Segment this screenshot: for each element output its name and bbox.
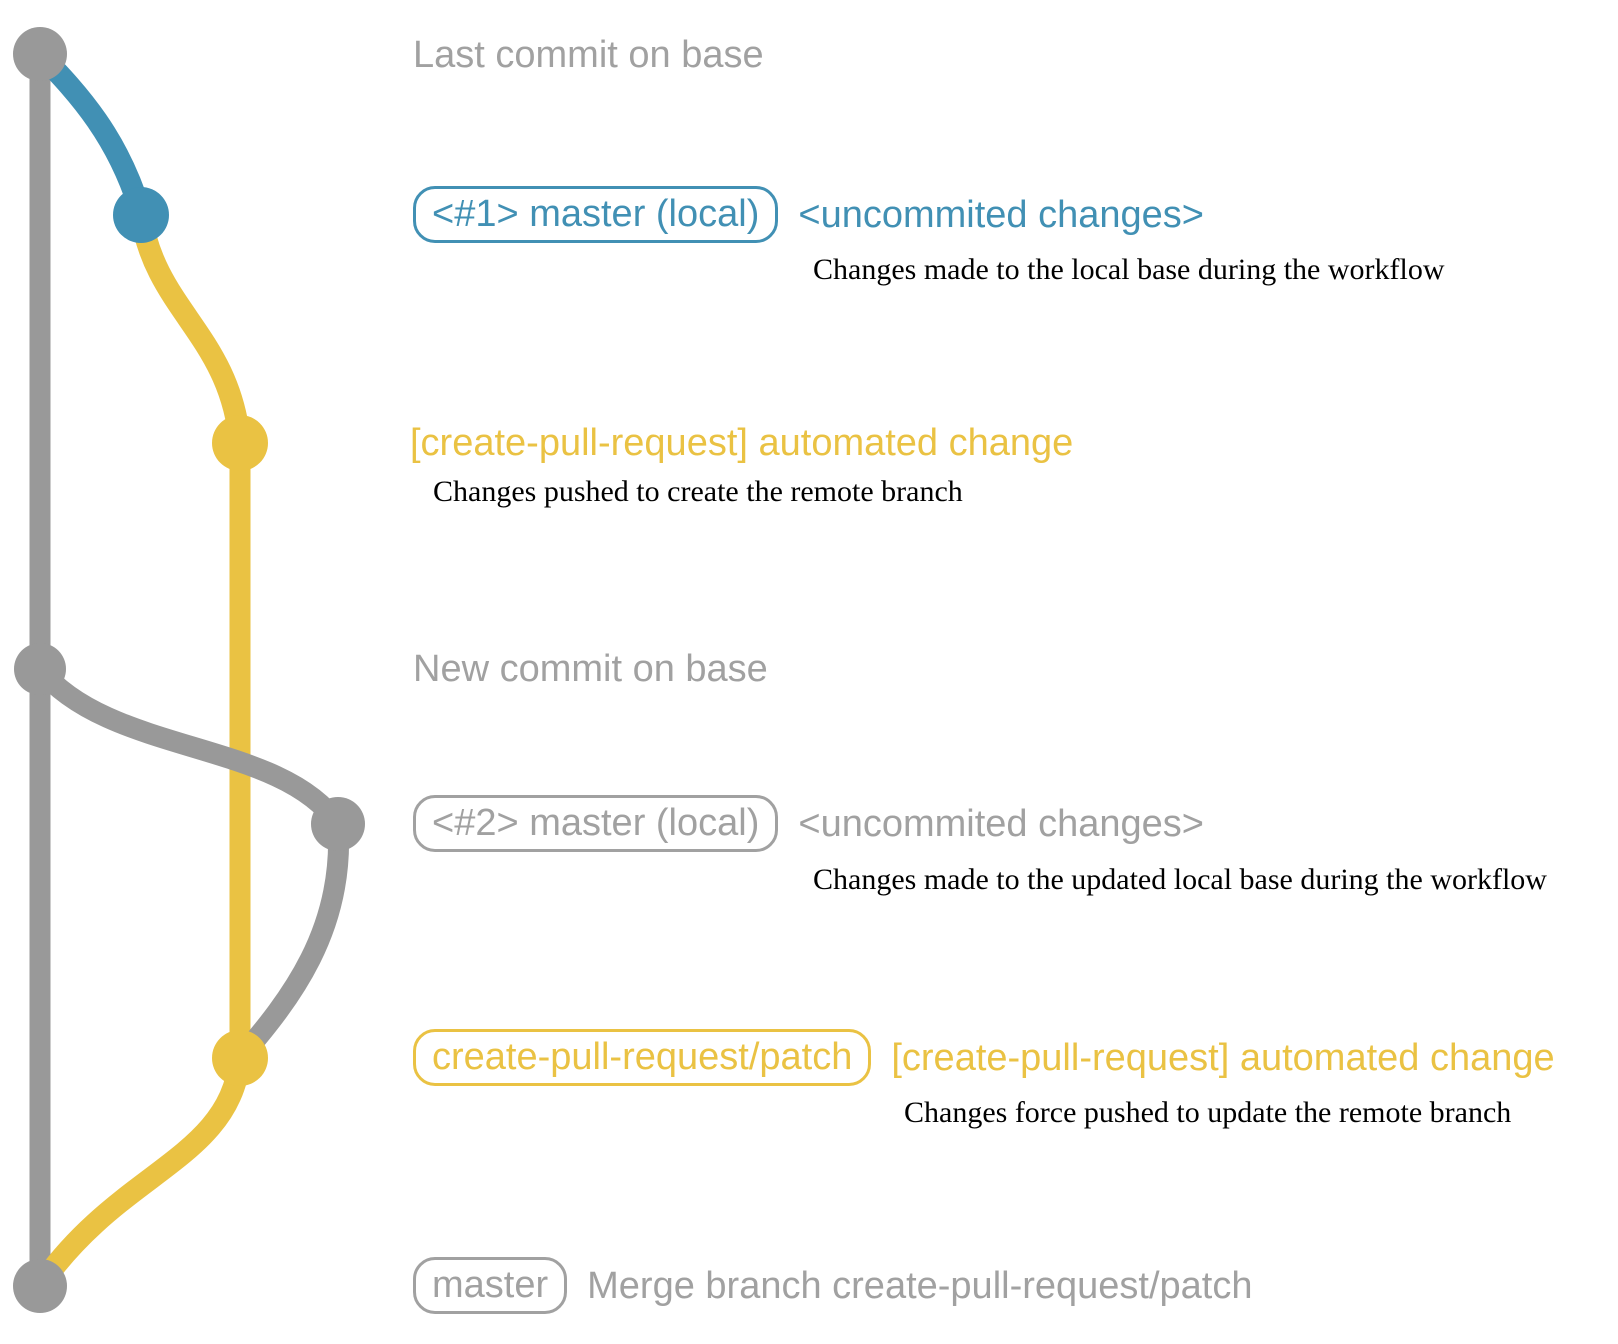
row-last-commit-on-base: Last commit on base xyxy=(413,33,764,77)
patch-update-curve xyxy=(229,813,350,1069)
patch-branch-curve-1 xyxy=(130,204,251,454)
row-local-master-1: <#1> master (local) <uncommited changes>… xyxy=(413,186,1445,288)
local-master-1-branch-curve xyxy=(29,43,151,221)
branch-badge-local-master-2: <#2> master (local) xyxy=(413,795,779,852)
commit-node-merge xyxy=(13,1259,67,1313)
row-automated-change-1: [create-pull-request] automated change C… xyxy=(410,421,1073,510)
last-commit-label: Last commit on base xyxy=(413,34,764,76)
commit-node-new-base xyxy=(14,643,66,695)
description-force-push: Changes force pushed to update the remot… xyxy=(904,1096,1512,1129)
uncommitted-changes-note-1: <uncommited changes> xyxy=(798,193,1204,236)
commit-node-local-master-2 xyxy=(311,797,365,851)
row-merge-commit: master Merge branch create-pull-request/… xyxy=(413,1257,1253,1314)
description-local-changes-1: Changes made to the local base during th… xyxy=(813,253,1445,286)
commit-node-local-master-1 xyxy=(113,187,169,243)
commit-node-patch-2 xyxy=(212,1030,268,1086)
uncommitted-changes-note-2: <uncommited changes> xyxy=(798,802,1204,845)
new-commit-label: New commit on base xyxy=(413,648,768,690)
description-push-remote: Changes pushed to create the remote bran… xyxy=(433,475,963,508)
branch-badge-local-master-1: <#1> master (local) xyxy=(413,186,779,243)
local-master-2-branch-curve xyxy=(29,658,349,835)
row-patch-branch: create-pull-request/patch [create-pull-r… xyxy=(413,1029,1555,1131)
commit-node-last-base xyxy=(13,27,67,81)
branch-badge-master: master xyxy=(413,1257,568,1314)
merge-curve xyxy=(29,1047,251,1297)
commit-message-automated-change-2: [create-pull-request] automated change xyxy=(891,1036,1555,1079)
description-local-changes-2: Changes made to the updated local base d… xyxy=(813,863,1547,896)
commit-message-automated-change-1: [create-pull-request] automated change xyxy=(410,422,1074,464)
row-local-master-2: <#2> master (local) <uncommited changes>… xyxy=(413,795,1547,898)
merge-commit-label: Merge branch create-pull-request/patch xyxy=(587,1264,1253,1307)
commit-node-patch-1 xyxy=(212,415,268,471)
row-new-commit-on-base: New commit on base xyxy=(413,647,768,691)
branch-badge-patch: create-pull-request/patch xyxy=(413,1029,872,1086)
